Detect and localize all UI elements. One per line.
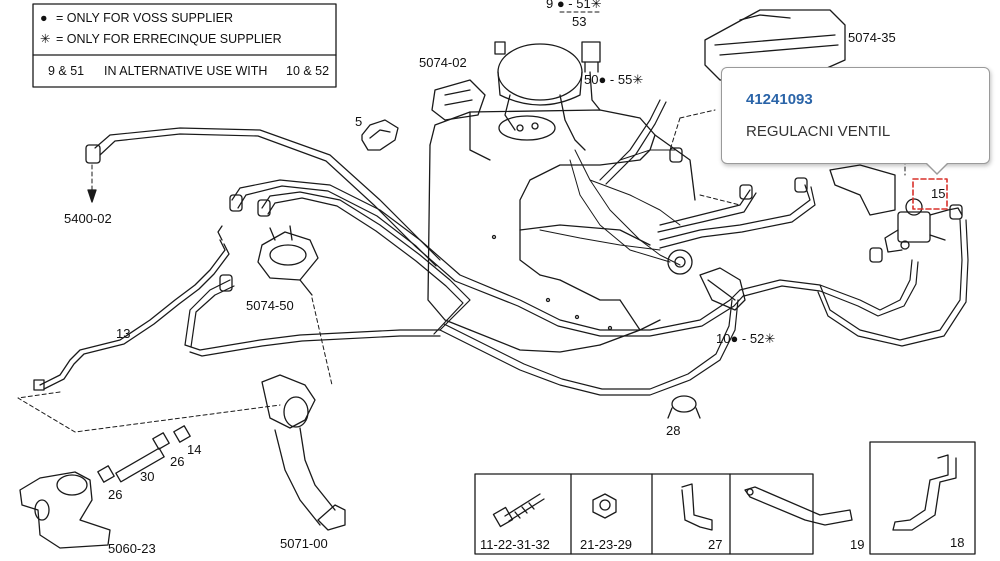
fitting-53 bbox=[581, 41, 601, 111]
filler-pipe-5071-00 bbox=[261, 374, 346, 531]
label-28[interactable]: 28 bbox=[666, 423, 680, 438]
legend-errecinque-symbol: ✳ bbox=[40, 32, 51, 46]
label-26-upper[interactable]: 26 bbox=[170, 454, 184, 469]
legend-errecinque-text: = ONLY FOR ERRECINQUE SUPPLIER bbox=[56, 32, 282, 46]
label-5074-35[interactable]: 5074-35 bbox=[848, 30, 896, 45]
label-26-lower[interactable]: 26 bbox=[108, 487, 122, 502]
label-14[interactable]: 14 bbox=[187, 442, 201, 457]
guide-lines bbox=[17, 11, 906, 433]
label-13[interactable]: 13 bbox=[116, 326, 130, 341]
legend-voss-symbol: ● bbox=[40, 11, 48, 25]
bracket-27 bbox=[681, 483, 713, 531]
pump-module-5074-02 bbox=[431, 41, 586, 151]
connectors bbox=[85, 144, 963, 311]
label-30[interactable]: 30 bbox=[140, 469, 154, 484]
hose-13 bbox=[33, 225, 230, 391]
parts-table-labels[interactable]: 11-22-31-32 21-23-29 27 19 18 bbox=[480, 535, 964, 552]
table-cell-18[interactable]: 18 bbox=[950, 535, 964, 550]
table-cell-27[interactable]: 27 bbox=[708, 537, 722, 552]
legend-box bbox=[32, 3, 337, 88]
component-5074-35 bbox=[704, 9, 896, 216]
hoses bbox=[94, 99, 969, 396]
part-5060-23 bbox=[19, 471, 111, 549]
label-50-55[interactable]: 50● - 55✳ bbox=[584, 72, 643, 87]
legend-alt-left: 9 & 51 bbox=[48, 64, 84, 78]
label-5074-50[interactable]: 5074-50 bbox=[246, 298, 294, 313]
table-cell-19[interactable]: 19 bbox=[850, 537, 864, 552]
wiring bbox=[539, 149, 681, 266]
label-53[interactable]: 53 bbox=[572, 14, 586, 29]
table-cell-nuts[interactable]: 21-23-29 bbox=[580, 537, 632, 552]
label-5074-02[interactable]: 5074-02 bbox=[419, 55, 467, 70]
tooltip-pointer-fill bbox=[926, 162, 948, 173]
nut-21 bbox=[592, 493, 617, 519]
legend-alt-right: 10 & 52 bbox=[286, 64, 329, 78]
tooltip-part-code[interactable]: 41241093 bbox=[746, 91, 813, 108]
clamp-5 bbox=[361, 119, 399, 151]
label-5400-02[interactable]: 5400-02 bbox=[64, 211, 112, 226]
parts-table bbox=[474, 441, 976, 555]
arrow-5400-02 bbox=[87, 189, 97, 203]
sender-5074-50 bbox=[257, 225, 319, 296]
label-5060-23[interactable]: 5060-23 bbox=[108, 541, 156, 556]
highlight-box-15 bbox=[912, 178, 948, 210]
legend: ● = ONLY FOR VOSS SUPPLIER ✳ = ONLY FOR … bbox=[40, 11, 329, 78]
part-tooltip: 41241093 REGULACNI VENTIL bbox=[721, 67, 990, 175]
bracket-19 bbox=[744, 486, 853, 526]
tooltip-part-description: REGULACNI VENTIL bbox=[746, 123, 891, 140]
part-labels[interactable]: 9 ● - 51✳ 53 5074-02 5074-35 5 50● - 55✳… bbox=[64, 0, 945, 556]
legend-voss-text: = ONLY FOR VOSS SUPPLIER bbox=[56, 11, 233, 25]
label-15[interactable]: 15 bbox=[931, 186, 945, 201]
label-5[interactable]: 5 bbox=[355, 114, 362, 129]
label-5071-00[interactable]: 5071-00 bbox=[280, 536, 328, 551]
fuel-tank bbox=[427, 109, 696, 353]
bracket-18 bbox=[892, 454, 957, 531]
label-9-51[interactable]: 9 ● - 51✳ bbox=[546, 0, 602, 11]
table-cell-bolts[interactable]: 11-22-31-32 bbox=[480, 537, 550, 552]
clip-28 bbox=[667, 395, 701, 419]
legend-alt-text: IN ALTERNATIVE USE WITH bbox=[104, 64, 267, 78]
valve-15 bbox=[884, 198, 963, 253]
bolt-11 bbox=[492, 493, 545, 528]
label-10-52[interactable]: 10● - 52✳ bbox=[716, 331, 775, 346]
small-parts bbox=[97, 425, 191, 483]
